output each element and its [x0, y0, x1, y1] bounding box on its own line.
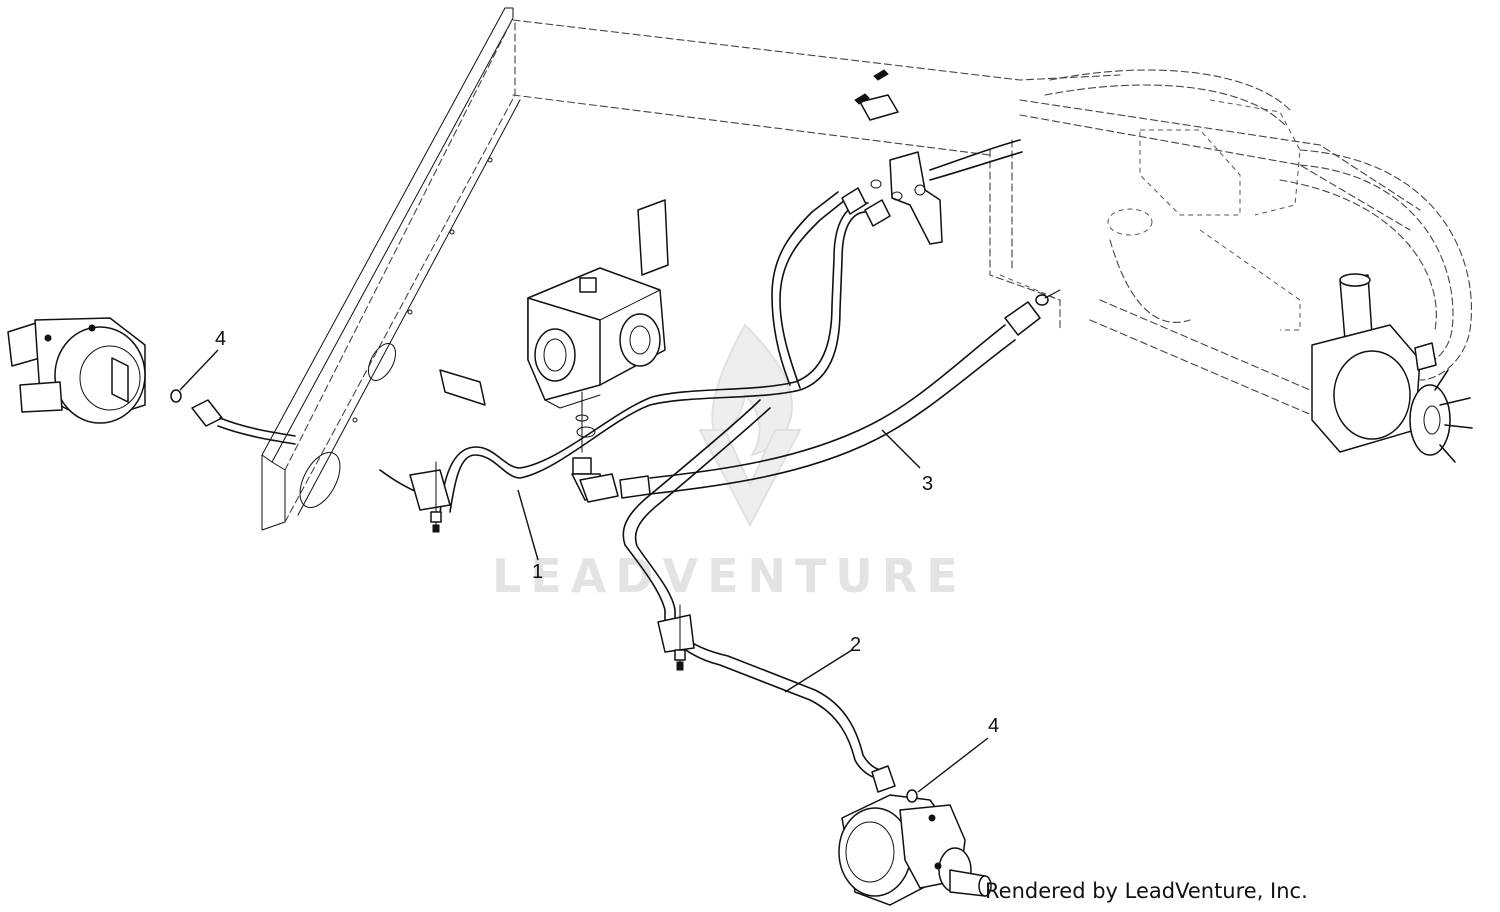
right-wheel-hub [1311, 273, 1473, 463]
left-wheel-motor [7, 317, 146, 424]
rendered-by-credit: Rendered by LeadVenture, Inc. [985, 879, 1308, 903]
flame-logo-icon [711, 323, 793, 457]
callout-4-left[interactable]: 4 [179, 328, 226, 391]
callout-4-lower[interactable]: 4 [917, 715, 999, 793]
hose-2-tube [622, 399, 918, 803]
leadventure-watermark: LEADVENTURE [492, 323, 967, 603]
frame-rail [261, 7, 1121, 531]
v-logo-icon [698, 429, 802, 528]
upper-tubes [771, 139, 1023, 389]
callout-label: 2 [850, 634, 861, 656]
hose-3-flexible [579, 289, 1061, 503]
hose-left-fitting [170, 389, 296, 445]
callout-label: 3 [922, 473, 933, 495]
callout-2[interactable]: 2 [784, 634, 861, 693]
callout-label: 4 [988, 715, 999, 737]
callout-1[interactable]: 1 [517, 489, 543, 583]
callout-3[interactable]: 3 [881, 429, 933, 495]
watermark-text: LEADVENTURE [492, 549, 967, 603]
callout-label: 1 [532, 561, 543, 583]
hose-1-tube [379, 202, 871, 533]
hydrostatic-pump [527, 267, 666, 501]
lower-wheel-motor [838, 794, 992, 906]
callout-label: 4 [215, 328, 226, 350]
